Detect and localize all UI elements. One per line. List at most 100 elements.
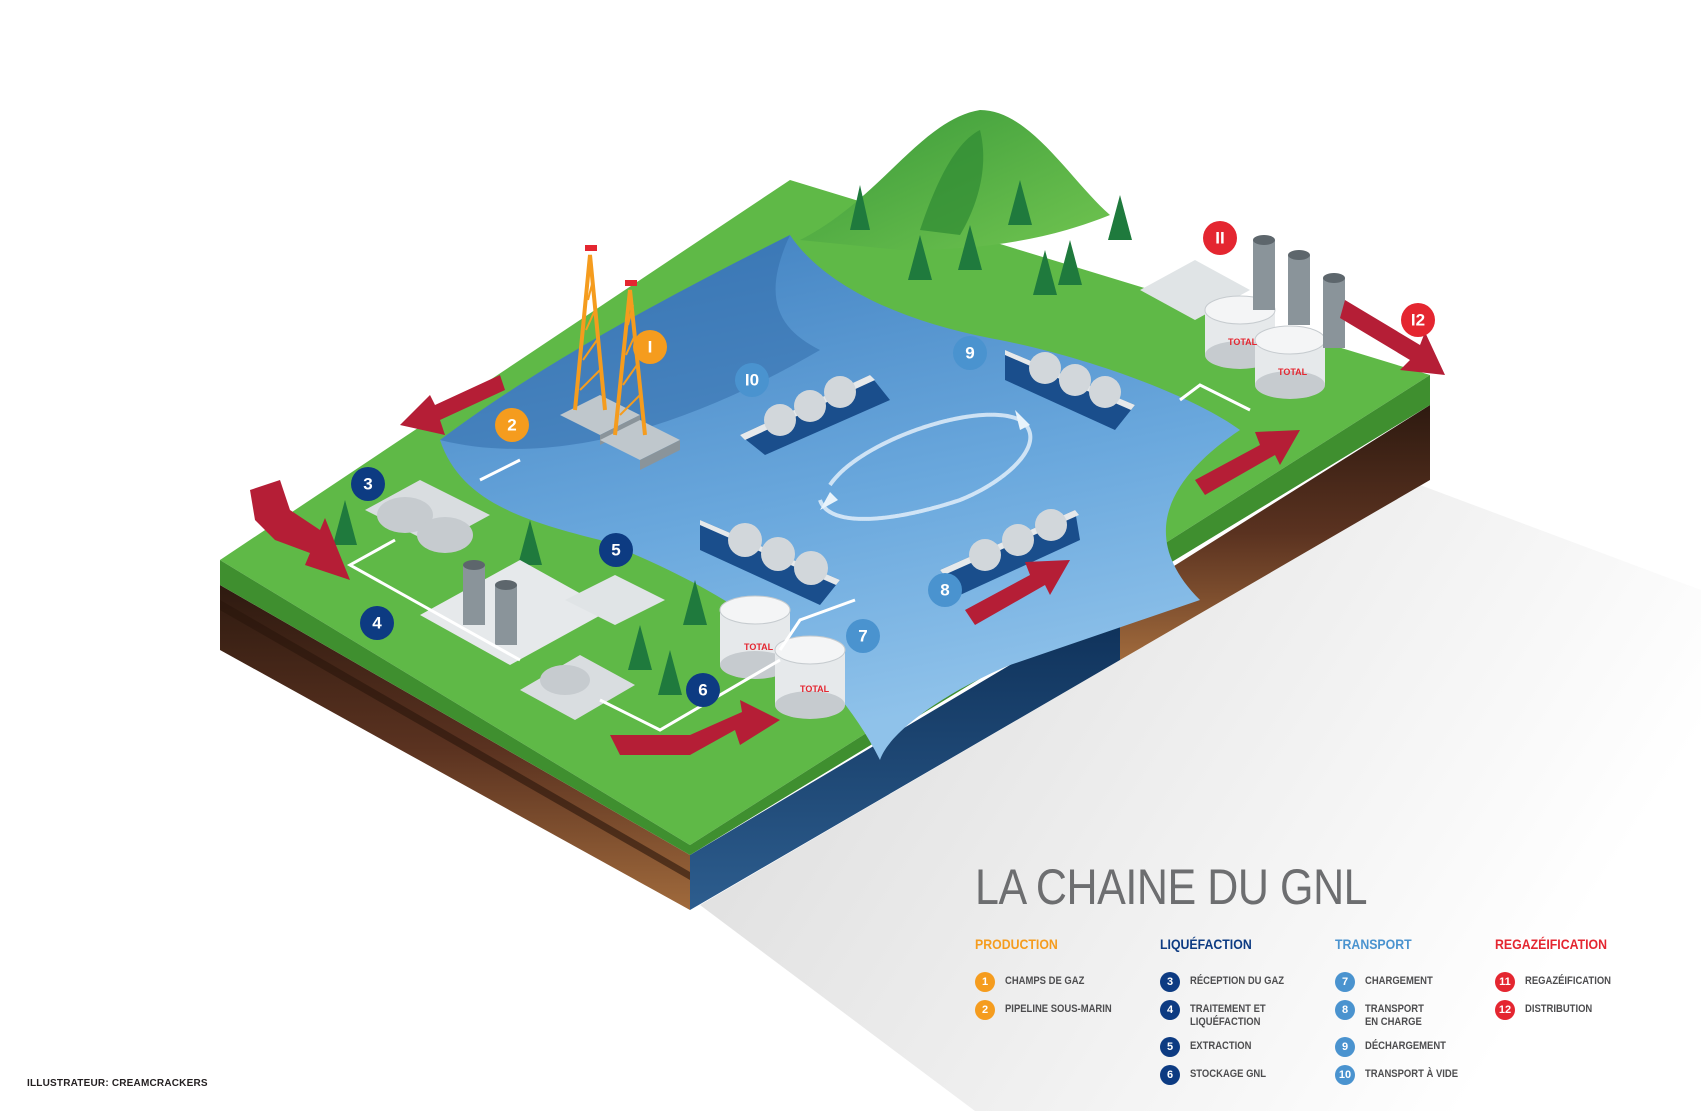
step-badge-number: I0 [745, 371, 759, 390]
step-badge-10: I0 [735, 363, 769, 397]
regasification-terminal: TOTAL TOTAL [1140, 235, 1345, 399]
gas-platforms [560, 245, 680, 470]
flow-arrow-icon [250, 480, 350, 580]
legend-item: 9 DÉCHARGEMENT [1335, 1037, 1473, 1057]
step-badge-3: 3 [351, 467, 385, 501]
step-badge-number: 3 [363, 475, 372, 494]
step-badge-1: I [633, 330, 667, 364]
page-title: LA CHAINE DU GNL [975, 859, 1368, 915]
legend-number-badge: 7 [1335, 972, 1355, 992]
legend-item-label: EXTRACTION [1190, 1040, 1252, 1052]
legend-item-label: RÉCEPTION DU GAZ [1190, 975, 1285, 987]
route-arrow-1 [820, 492, 838, 510]
step-badge-number: I [648, 338, 653, 357]
illustrator-credit: ILLUSTRATEUR: CREAMCRACKERS [27, 1078, 208, 1089]
flow-arrows [250, 300, 1445, 755]
legend-item-label: TRANSPORT À VIDE [1365, 1068, 1459, 1080]
trees [333, 180, 1132, 695]
tank-logo: TOTAL [1228, 337, 1258, 347]
tank-logo: TOTAL [744, 642, 774, 652]
flow-arrow-icon [610, 700, 780, 755]
step-badge-number: I2 [1411, 311, 1425, 330]
step-badge-circle [735, 363, 769, 397]
step-badge-12: I2 [1401, 303, 1435, 337]
shipping-route [818, 412, 1033, 521]
legend-number-badge: 11 [1495, 972, 1515, 992]
legend-item: 12 DISTRIBUTION [1495, 1000, 1625, 1020]
legend-item-label: REGAZÉIFICATION [1525, 975, 1612, 987]
legend-item: 8 TRANSPORT EN CHARGE [1335, 1000, 1473, 1029]
block-left-side [220, 585, 690, 910]
step-badge-number: 9 [965, 344, 974, 363]
step-badge-number: II [1215, 229, 1224, 248]
step-badge-6: 6 [686, 673, 720, 707]
step-badge-circle [846, 619, 880, 653]
legend-item-label: PIPELINE SOUS-MARIN [1005, 1003, 1112, 1015]
step-badge-number: 4 [372, 614, 382, 633]
step-badge-circle [928, 573, 962, 607]
legend-heading-regazeification: REGAZÉIFICATION [1495, 936, 1608, 952]
sea-shade [440, 235, 820, 449]
route-arrow-2 [1015, 410, 1030, 430]
legend-item-label: TRAITEMENT ET LIQUÉFACTION [1190, 1003, 1266, 1028]
legend-heading-production: PRODUCTION [975, 936, 1058, 952]
legend-item-label: CHAMPS DE GAZ [1005, 975, 1085, 987]
block-right-side-soil [1120, 405, 1430, 660]
step-badge-4: 4 [360, 606, 394, 640]
legend-number-badge: 6 [1160, 1065, 1180, 1085]
step-badge-number: 6 [698, 681, 707, 700]
legend-item: 11 REGAZÉIFICATION [1495, 972, 1625, 992]
legend-item-label: DÉCHARGEMENT [1365, 1040, 1446, 1052]
tank-logo: TOTAL [800, 684, 830, 694]
legend-number-badge: 1 [975, 972, 995, 992]
legend-transport: TRANSPORT 7 CHARGEMENT 8 TRANSPORT EN CH… [1335, 936, 1473, 1093]
step-badge-circle [351, 467, 385, 501]
legend-number-badge: 5 [1160, 1037, 1180, 1057]
legend-item: 5 EXTRACTION [1160, 1037, 1299, 1057]
lng-storage-tanks: TOTAL TOTAL [719, 595, 846, 719]
legend-item-label: TRANSPORT EN CHARGE [1365, 1003, 1424, 1028]
legend-item: 4 TRAITEMENT ET LIQUÉFACTION [1160, 1000, 1299, 1029]
step-badge-number: 8 [940, 581, 949, 600]
step-badge-circle [599, 533, 633, 567]
ground-shadow [700, 485, 1701, 1111]
legend-number-badge: 9 [1335, 1037, 1355, 1057]
legend-number-badge: 4 [1160, 1000, 1180, 1020]
step-badge-circle [953, 336, 987, 370]
legend-item: 10 TRANSPORT À VIDE [1335, 1065, 1473, 1085]
flow-arrow-icon [1340, 300, 1445, 375]
pipelines [346, 383, 1251, 732]
step-badge-circle [1203, 221, 1237, 255]
step-badge-8: 8 [928, 573, 962, 607]
grass-edge [220, 560, 690, 855]
step-badge-number: 7 [858, 627, 867, 646]
step-badge-5: 5 [599, 533, 633, 567]
step-badge-circle [495, 408, 529, 442]
block-left-strata [220, 600, 690, 880]
legend-liquefaction: LIQUÉFACTION 3 RÉCEPTION DU GAZ 4 TRAITE… [1160, 936, 1299, 1093]
flow-arrow-icon [965, 560, 1070, 625]
legend-heading-transport: TRANSPORT [1335, 936, 1412, 952]
legend-item-label: STOCKAGE GNL [1190, 1068, 1267, 1080]
step-badge-circle [633, 330, 667, 364]
lng-carriers [700, 350, 1135, 605]
step-badge-11: II [1203, 221, 1237, 255]
step-badge-circle [360, 606, 394, 640]
step-badge-number: 5 [611, 541, 620, 560]
legend-item: 3 RÉCEPTION DU GAZ [1160, 972, 1299, 992]
hill-shade [920, 130, 984, 235]
step-badge-circle [1401, 303, 1435, 337]
legend-item: 7 CHARGEMENT [1335, 972, 1473, 992]
step-badge-number: 2 [507, 416, 516, 435]
legend-heading-liquefaction: LIQUÉFACTION [1160, 936, 1252, 952]
legend-production: PRODUCTION 1 CHAMPS DE GAZ 2 PIPELINE SO… [975, 936, 1129, 1028]
step-badge-circle [686, 673, 720, 707]
legend-item: 1 CHAMPS DE GAZ [975, 972, 1129, 992]
legend-item-label: CHARGEMENT [1365, 975, 1433, 987]
legend-item: 6 STOCKAGE GNL [1160, 1065, 1299, 1085]
legend-number-badge: 10 [1335, 1065, 1355, 1085]
liquefaction-plant [365, 480, 665, 720]
step-badge-7: 7 [846, 619, 880, 653]
step-badge-9: 9 [953, 336, 987, 370]
